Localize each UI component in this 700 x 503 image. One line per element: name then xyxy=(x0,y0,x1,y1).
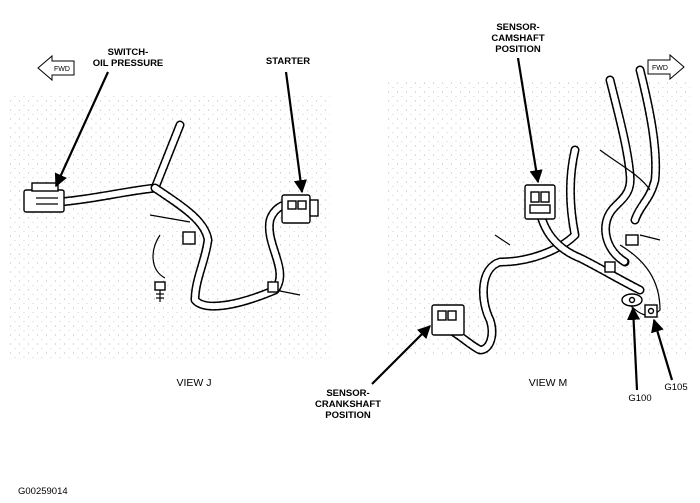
view-m-harness xyxy=(445,65,661,355)
ground-bolt-left xyxy=(154,281,166,302)
leader-g100 xyxy=(626,306,641,391)
leader-g105 xyxy=(651,318,674,381)
fwd-text-left: FWD xyxy=(54,66,70,73)
harness-clip-left xyxy=(182,231,196,245)
label-g105: G105 xyxy=(664,382,687,393)
camshaft-sensor-connector xyxy=(524,184,556,220)
label-cam-line2: CAMSHAFT xyxy=(491,33,544,44)
view-j-title: VIEW J xyxy=(176,377,211,389)
label-crank-line1: SENSOR- xyxy=(326,388,369,399)
label-starter: STARTER xyxy=(266,56,310,67)
leader-starter xyxy=(284,71,307,194)
figure-id: G00259014 xyxy=(18,486,68,497)
label-cam-line1: SENSOR- xyxy=(496,22,539,33)
fwd-arrow-left: FWD xyxy=(37,54,75,82)
label-switch-line1: SWITCH- xyxy=(108,47,149,58)
fwd-arrow-right: FWD xyxy=(647,53,685,81)
view-m-title: VIEW M xyxy=(529,377,568,389)
harness-clip-starter xyxy=(267,281,279,293)
leader-camshaft xyxy=(516,57,543,184)
leader-crankshaft xyxy=(371,325,431,385)
leader-oil-pressure xyxy=(54,71,110,188)
fwd-text-right: FWD xyxy=(652,65,668,72)
label-switch-line2: OIL PRESSURE xyxy=(93,58,164,69)
starter-connector xyxy=(281,194,319,224)
label-g100: G100 xyxy=(628,393,651,404)
engine-background-left xyxy=(10,95,330,360)
label-crank-line2: CRANKSHAFT xyxy=(315,399,381,410)
harness-clip-right-1 xyxy=(604,261,616,273)
label-cam-line3: POSITION xyxy=(495,44,541,55)
harness-clip-right-2 xyxy=(625,234,639,246)
ground-g105 xyxy=(644,304,658,318)
ground-g100 xyxy=(621,293,643,307)
label-crank-line3: POSITION xyxy=(325,410,371,421)
crankshaft-sensor-connector xyxy=(431,304,465,336)
